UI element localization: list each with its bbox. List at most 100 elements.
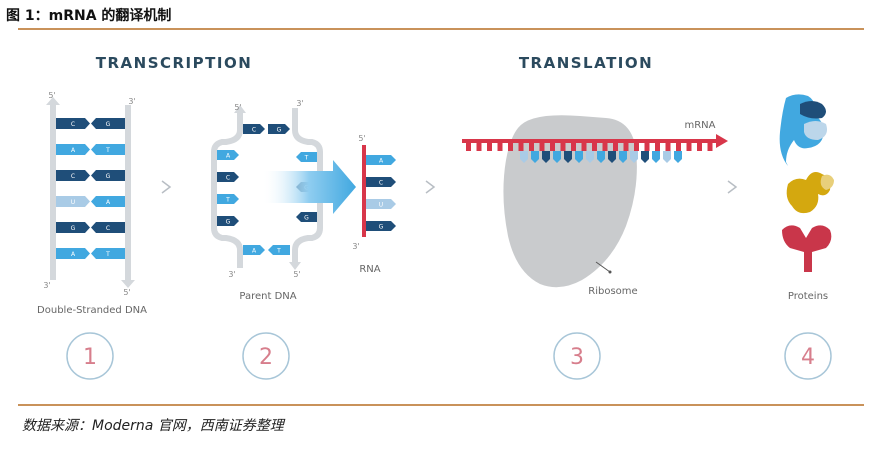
parent-dna-end-bottom-left: 3' [228,270,235,279]
transcription-arrow-icon [262,160,356,214]
rna-base: U [366,199,396,209]
base-letter: T [105,251,110,258]
chevron-right-icon [162,181,170,193]
mrna-strand [462,139,718,143]
mrna-codon-tooth [487,143,492,151]
mrna-codon-tooth [477,143,482,151]
parent-dna-right-arrow [289,262,301,270]
base-letter: T [304,155,309,162]
rna-strand [362,145,366,237]
mrna-codon-tooth [676,143,681,151]
rna-end-top: 5' [358,134,365,143]
rna-end-bottom: 3' [352,242,359,251]
trna-base [641,151,649,163]
mrna-codon-tooth [634,143,639,151]
rna-base: G [366,221,396,231]
mrna-codon-tooth [571,143,576,151]
dna-right-base: G [91,118,125,129]
dna-right-base: T [91,248,125,259]
dna-left-base: U [56,196,90,207]
base-letter: G [304,215,309,222]
dna-end-bottom-left: 3' [43,281,50,290]
base-letter: G [226,219,231,226]
parent-dna-end-top-right: 3' [296,99,303,108]
trna-base [674,151,682,163]
base-letter: T [276,248,281,255]
proteins-label: Proteins [788,291,828,302]
mrna-codon-tooth [582,143,587,151]
step-1: 1 [67,333,113,379]
base-letter: C [71,121,75,128]
dna-end-bottom-right: 5' [123,288,130,297]
dna-left-base: A [56,144,90,155]
source-brand: Moderna [92,418,153,434]
mrna-codon-tooth [655,143,660,151]
parent-dna-right-base: T [296,152,317,162]
mrna-codon-tooth [645,143,650,151]
mrna-codon-tooth [540,143,545,151]
translation-panel: mRNA Ribosome [462,115,728,297]
mrna-codon-tooth [624,143,629,151]
mrna-codon-tooth [519,143,524,151]
step-3: 3 [554,333,600,379]
mrna-codon-tooth [603,143,608,151]
mrna-codon-tooth [613,143,618,151]
dna-right-base: A [91,196,125,207]
mrna-codon-tooth [666,143,671,151]
base-letter: C [379,180,383,187]
dna-right-base: G [91,170,125,181]
parent-dna-top-base: C [243,124,265,134]
base-letter: G [277,127,282,134]
proteins-panel: Proteins [780,94,834,302]
parent-dna-top-base: G [268,124,290,134]
dna-end-top-left: 5' [48,91,55,100]
base-letter: G [379,224,384,231]
parent-dna-end-top-left: 5' [234,103,241,112]
base-letter: T [225,197,230,204]
dna-panel: CACUGA GTGACT 5' 3' 3' 5' Double-Strande… [37,91,147,316]
base-letter: C [106,225,110,232]
rna-label: RNA [359,264,380,275]
mrna-codon-tooth [708,143,713,151]
base-letter: U [379,202,383,209]
base-letter: G [106,173,111,180]
base-letter: T [105,147,110,154]
mrna-codon-tooth [466,143,471,151]
parent-dna-left-base: A [217,150,239,160]
ribosome-label: Ribosome [588,286,637,297]
chevron-right-icon [426,181,434,193]
mrna-codon-tooth [498,143,503,151]
step-number: 2 [259,345,273,370]
parent-dna-bottom-base: T [268,245,290,255]
trna-base [663,151,671,163]
rna-base: C [366,177,396,187]
dna-left-base: G [56,222,90,233]
step-number: 3 [570,345,584,370]
rna-base: A [366,155,396,165]
dna-right-base: C [91,222,125,233]
parent-dna-left-strand [214,113,240,268]
base-letter: U [71,199,75,206]
mrna-codon-tooth [529,143,534,151]
mrna-codon-tooth [550,143,555,151]
parent-dna-left-base: G [217,216,239,226]
source-suffix: 官网，西南证券整理 [153,418,283,434]
dna-right-base: T [91,144,125,155]
parent-dna-left-base: T [217,194,239,204]
protein-red-icon [782,225,831,272]
protein-navy-icon [800,101,826,119]
bottom-rule [18,404,864,406]
source-note: 数据来源：Moderna 官网，西南证券整理 [22,415,284,435]
mrna-label: mRNA [684,120,715,131]
dna-end-top-right: 3' [128,97,135,106]
base-letter: C [252,127,256,134]
dna-right-strand-arrow [121,280,135,288]
parent-dna-right-base: G [296,212,317,222]
trna-base [652,151,660,163]
step-4: 4 [785,333,831,379]
mrna-codon-tooth [561,143,566,151]
base-letter: G [71,225,76,232]
mrna-codon-tooth [697,143,702,151]
